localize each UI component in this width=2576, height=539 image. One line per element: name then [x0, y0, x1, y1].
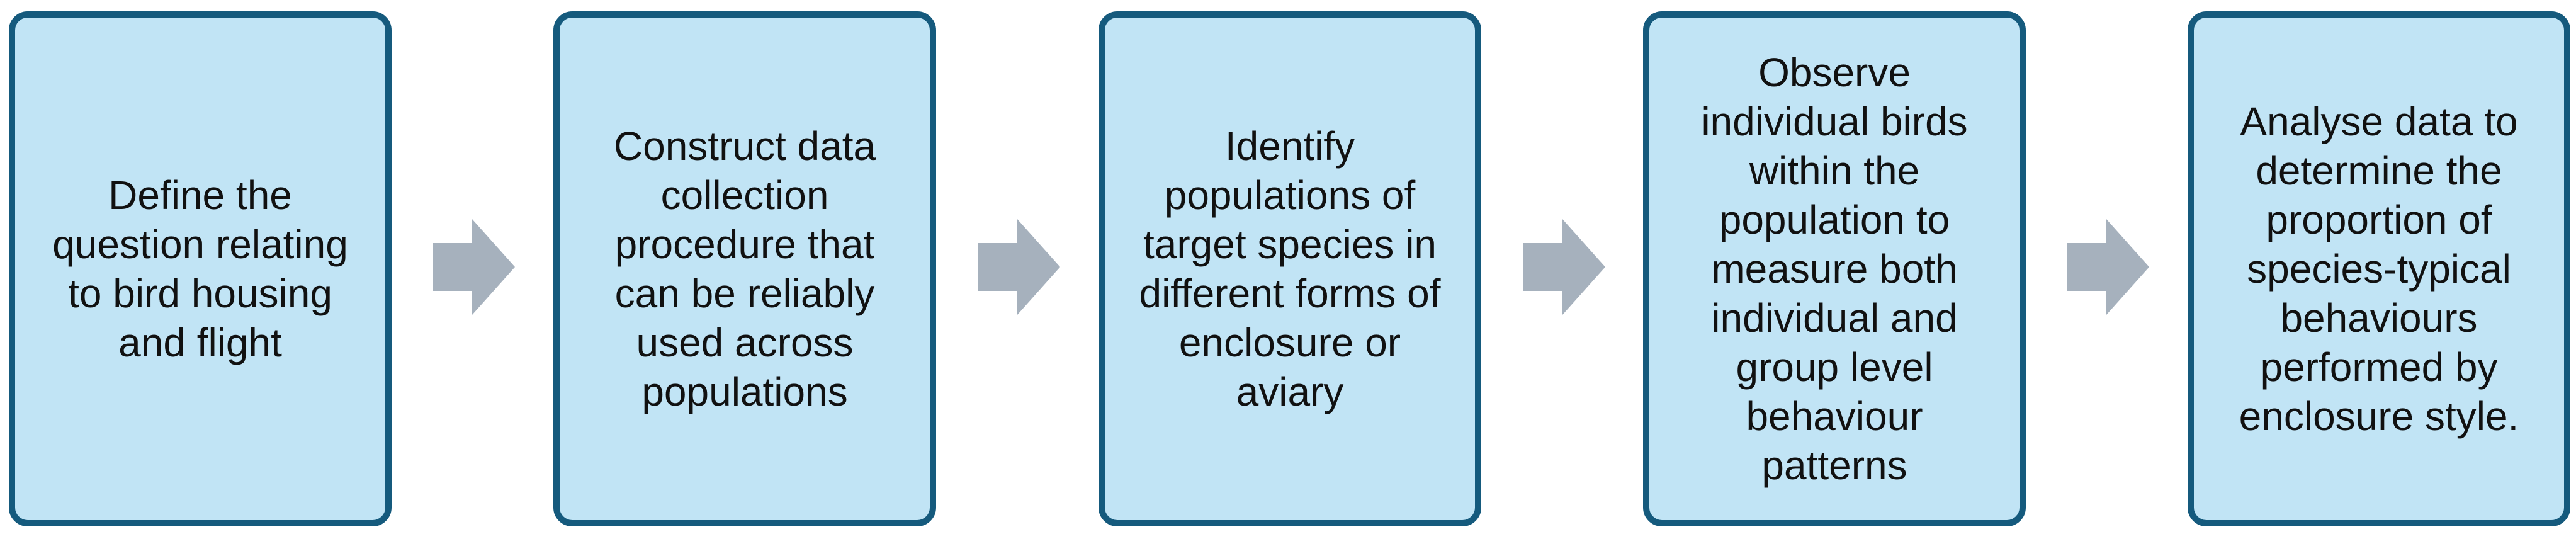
step-3-text: Identify populations of target species i…	[1139, 123, 1441, 414]
right-arrow-icon	[2067, 219, 2149, 315]
right-arrow-icon	[433, 219, 515, 315]
step-1-box: Define the question relating to bird hou…	[9, 11, 392, 526]
step-5-text: Analyse data to determine the proportion…	[2239, 99, 2519, 439]
step-1-text: Define the question relating to bird hou…	[52, 173, 348, 365]
step-2-text: Construct data collection procedure that…	[613, 123, 876, 414]
right-arrow-icon	[1523, 219, 1605, 315]
step-2-box: Construct data collection procedure that…	[553, 11, 936, 526]
step-3-box: Identify populations of target species i…	[1099, 11, 1481, 526]
step-4-box: Observe individual birds within the popu…	[1643, 11, 2026, 526]
step-4-text: Observe individual birds within the popu…	[1701, 50, 1968, 488]
right-arrow-icon	[978, 219, 1060, 315]
step-5-box: Analyse data to determine the proportion…	[2188, 11, 2570, 526]
